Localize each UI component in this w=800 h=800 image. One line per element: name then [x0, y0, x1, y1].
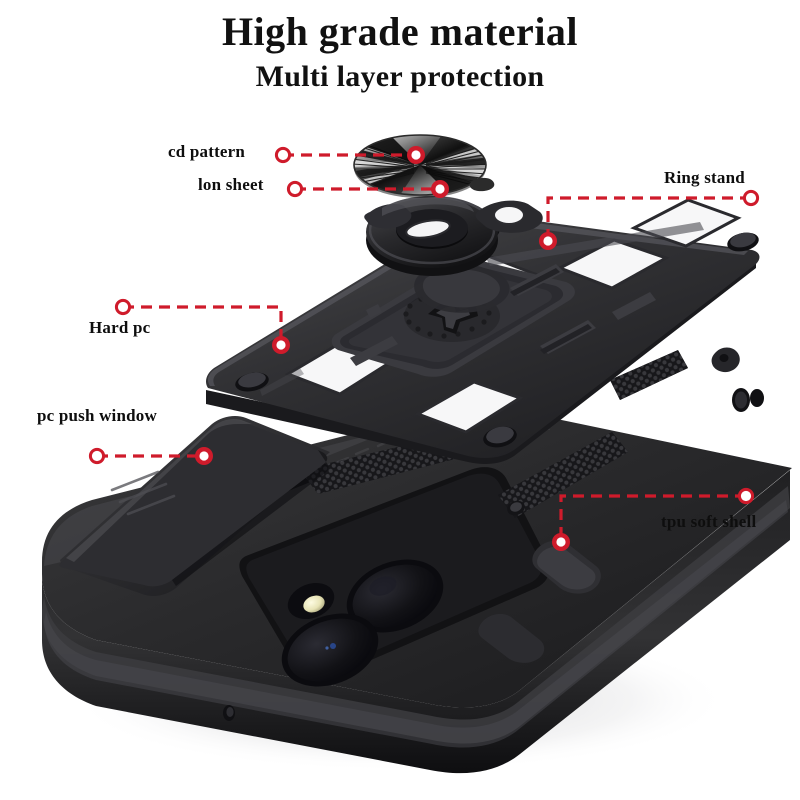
cd-pattern-disc-layer [353, 134, 495, 198]
callout-marker-pc-push-window[interactable] [88, 447, 106, 465]
hard-pc-plate-layer [206, 198, 760, 464]
flash-icon [303, 595, 325, 613]
callout-target-tpu-soft-shell[interactable] [556, 537, 566, 547]
callout-label-pc-push-window: pc push window [37, 406, 157, 425]
pc-push-window-layer [59, 416, 330, 596]
callout-label-hard-pc: Hard pc [89, 318, 151, 337]
callout-label-ring-stand: Ring stand [664, 168, 745, 187]
callout-line-tpu-soft-shell [559, 494, 746, 542]
callout-label-lon-sheet: lon sheet [198, 175, 264, 194]
page-title: High grade material [221, 9, 579, 54]
callout-marker-lon-sheet[interactable] [286, 180, 304, 198]
callout-target-ring-stand[interactable] [543, 236, 553, 246]
callout-marker-ring-stand[interactable] [742, 189, 760, 207]
callout-marker-hard-pc[interactable] [114, 298, 132, 316]
callout-target-hard-pc[interactable] [276, 340, 286, 350]
callout-target-pc-push-window[interactable] [199, 451, 209, 461]
callout-line-hard-pc [123, 305, 283, 345]
callout-target-cd-pattern[interactable] [411, 150, 421, 160]
page-subtitle: Multi layer protection [255, 60, 545, 93]
callout-label-tpu-soft-shell: tpu soft shell [661, 512, 757, 531]
callout-line-ring-stand [546, 196, 751, 241]
callout-marker-cd-pattern[interactable] [274, 146, 292, 164]
ring-stand-layer [364, 195, 543, 276]
callout-label-cd-pattern: cd pattern [168, 142, 246, 161]
side-buttons [478, 500, 601, 663]
callout-marker-tpu-soft-shell[interactable] [737, 487, 755, 505]
side-ports [711, 347, 764, 412]
callout-target-lon-sheet[interactable] [435, 184, 445, 194]
camera-module [281, 559, 444, 687]
